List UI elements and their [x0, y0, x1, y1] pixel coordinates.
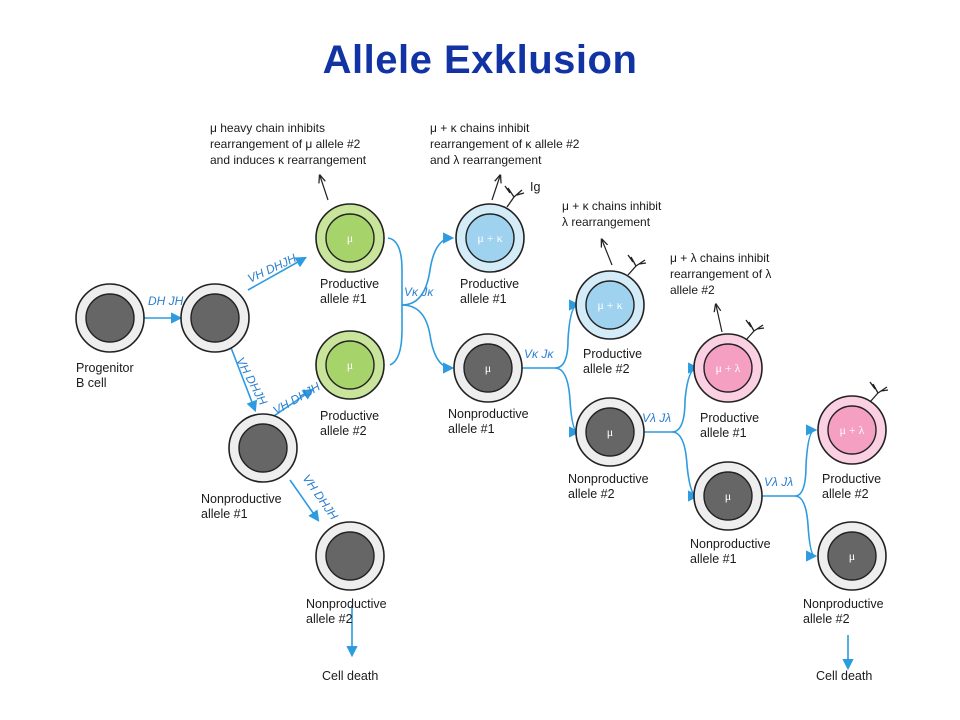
signal-arrow-kappa2	[602, 240, 613, 266]
note-heavy-line1: μ heavy chain inhibits	[210, 121, 325, 135]
label-nonprod-k1: Nonproductive	[448, 407, 529, 421]
note-kappa1-line3: and λ rearrangement	[430, 153, 542, 167]
cell-text-mu-lambda: μ + λ	[715, 361, 740, 375]
bracket-heavy	[387, 237, 403, 366]
pathway-arrows	[143, 232, 854, 671]
arrow-to-nonprodK1	[401, 304, 455, 374]
cell-nonprod-k2: μ	[575, 397, 645, 467]
gene-label-vl-jl: Vλ Jλ	[764, 475, 793, 489]
label-prod-h1-allele: allele #1	[320, 292, 367, 306]
arrow-to-nonprodH2	[289, 479, 320, 522]
antibody-icon	[745, 319, 765, 341]
cell-progenitor	[75, 283, 145, 353]
label-nonprod-h2-allele: allele #2	[306, 612, 353, 626]
note-lambda-line1: μ + λ chains inhibit	[670, 251, 770, 265]
cell-nonprod-h1	[228, 413, 298, 483]
label-nonprod-l2-allele: allele #2	[803, 612, 850, 626]
gene-label-vl-jl: Vλ Jλ	[642, 411, 671, 425]
cell-text-mu: μ	[849, 549, 855, 563]
cell-text-mu: μ	[485, 361, 491, 375]
signal-arrow-lambda	[716, 305, 723, 333]
label-nonprod-k1-allele: allele #1	[448, 422, 495, 436]
cell-nonprod-l2: μ	[817, 521, 887, 591]
arrow-to-nonprodH1	[229, 344, 258, 413]
label-prod-l1: Productive	[700, 411, 759, 425]
note-kappa2-line1: μ + κ chains inhibit	[562, 199, 662, 213]
cell-text-mu: μ	[607, 425, 613, 439]
note-kappa2-line2: λ rearrangement	[562, 215, 651, 229]
gene-label-vh-dhjh: VH DHJH	[245, 251, 298, 286]
label-prod-k1-allele: allele #1	[460, 292, 507, 306]
cell-nonprod-k1: μ	[453, 333, 523, 403]
arrow-to-prodK1	[401, 232, 455, 306]
note-heavy-line3: and induces κ rearrangement	[210, 153, 367, 167]
note-heavy-line2: rearrangement of μ allele #2	[210, 137, 361, 151]
cell-prod-l2: μ + λ	[817, 395, 887, 465]
label-nonprod-h1: Nonproductive	[201, 492, 282, 506]
signal-arrow-kappa1	[491, 176, 500, 201]
antibody-icon	[504, 185, 525, 208]
label-progenitor-b-cell: B cell	[76, 376, 107, 390]
gene-label-vk-jk: Vκ Jκ	[524, 347, 554, 361]
cell-text-mu-lambda: μ + λ	[839, 423, 864, 437]
cell-text-mu: μ	[347, 358, 353, 372]
arrow-to-prodH2	[267, 388, 314, 421]
label-nonprod-l2: Nonproductive	[803, 597, 884, 611]
cell-prod-l1: μ + λ	[693, 333, 763, 403]
cell-text-mu: μ	[347, 231, 353, 245]
cell-prod-h2: μ	[315, 330, 385, 400]
cell-nonprod-h2	[315, 521, 385, 591]
page-title: Allele Exklusion	[322, 38, 638, 82]
cell-prod-h1: μ	[315, 203, 385, 273]
label-prod-k1: Productive	[460, 277, 519, 291]
cell-pre-b	[180, 283, 250, 353]
arrow-to-nonprodL1	[671, 431, 700, 502]
cell-text-mu-kappa: μ + κ	[597, 298, 622, 312]
label-ig: Ig	[530, 180, 540, 194]
cell-nonprod-l1: μ	[693, 461, 763, 531]
label-progenitor: Progenitor	[76, 361, 134, 375]
signal-arrows	[320, 176, 723, 333]
gene-label-vh-dhjh: VH DHJH	[271, 379, 323, 417]
cell-prod-k2: μ + κ	[575, 270, 645, 340]
label-prod-l2: Productive	[822, 472, 881, 486]
label-nonprod-l1-allele: allele #1	[690, 552, 737, 566]
label-prod-h2-allele: allele #2	[320, 424, 367, 438]
cell-text-mu-kappa: μ + κ	[477, 231, 502, 245]
arrow-to-prodL2	[794, 424, 818, 497]
label-prod-l2-allele: allele #2	[822, 487, 869, 501]
note-kappa1-line2: rearrangement of κ allele #2	[430, 137, 580, 151]
note-kappa1-line1: μ + κ chains inhibit	[430, 121, 530, 135]
label-nonprod-k2: Nonproductive	[568, 472, 649, 486]
label-cell-death-left: Cell death	[322, 669, 378, 683]
cell-prod-k1: μ + κ	[455, 203, 525, 273]
label-nonprod-k2-allele: allele #2	[568, 487, 615, 501]
antibody-icon	[869, 381, 889, 403]
gene-label-vk-jk: Vκ Jκ	[404, 285, 434, 299]
label-cell-death-right: Cell death	[816, 669, 872, 683]
label-prod-l1-allele: allele #1	[700, 426, 747, 440]
cell-text-mu: μ	[725, 489, 731, 503]
arrow-to-prodK2	[554, 299, 581, 369]
arrow-to-nonprodK2	[554, 367, 581, 438]
label-prod-h2: Productive	[320, 409, 379, 423]
label-prod-k2-allele: allele #2	[583, 362, 630, 376]
label-prod-h1: Productive	[320, 277, 379, 291]
signal-arrow-heavy	[320, 176, 329, 201]
note-lambda-line3: allele #2	[670, 283, 715, 297]
label-nonprod-h1-allele: allele #1	[201, 507, 248, 521]
gene-label-dh-jh: DH JH	[148, 294, 184, 308]
label-nonprod-l1: Nonproductive	[690, 537, 771, 551]
label-nonprod-h2: Nonproductive	[306, 597, 387, 611]
arrow-to-prodH1	[247, 256, 307, 291]
gene-label-vh-dhjh: VH DHJH	[300, 472, 341, 523]
arrow-to-prodL1	[671, 362, 700, 433]
arrow-to-nonprodL2	[794, 495, 818, 562]
label-prod-k2: Productive	[583, 347, 642, 361]
note-lambda-line2: rearrangement of λ	[670, 267, 771, 281]
antibody-icon	[627, 254, 647, 276]
